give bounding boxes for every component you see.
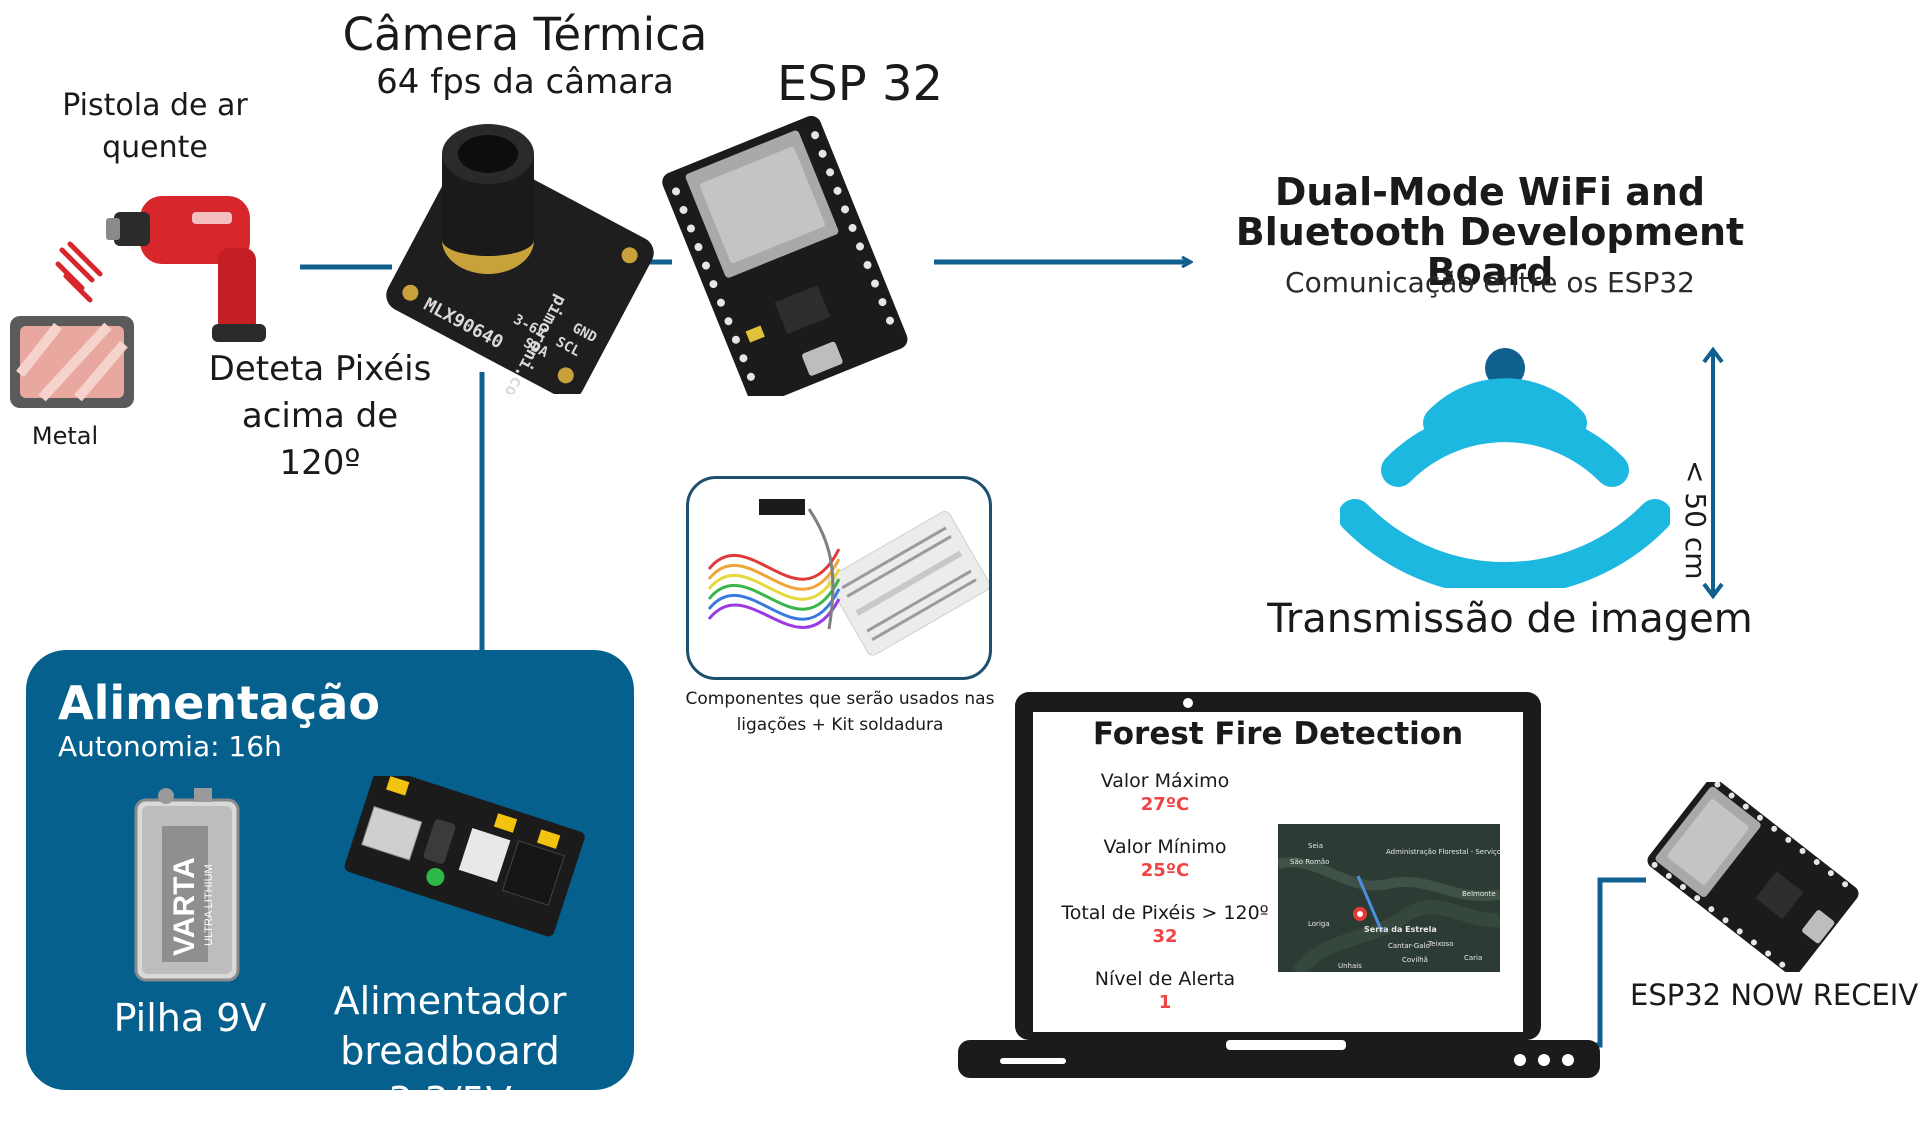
map-label-cantar-galo: Cantar-Galo [1388,942,1430,950]
board-title: Dual-Mode WiFi and Bluetooth Development… [1235,170,1745,294]
metric-max-label: Valor Máximo [1100,770,1230,792]
heat-waves-icon [55,241,103,303]
metric-alert-label: Nível de Alerta [1094,968,1236,990]
metal-plate-icon [10,316,134,408]
metric-pixels-value: 32 [1152,926,1178,947]
map-label-unhais: Unhais [1338,962,1362,970]
detection-label: Deteta Pixéis acima de 120º [208,349,432,483]
battery-brand: VARTA [168,857,201,956]
metric-min-label: Valor Mínimo [1103,836,1227,858]
webcam-icon [1183,698,1193,708]
transmission-label: Transmissão de imagem [1267,596,1753,642]
metric-max-value: 27ºC [1140,794,1190,815]
distance-arrow [1702,346,1724,600]
thermal-camera-module: pimoroni.com MLX90640 3-6V SDA SCL GND [386,124,654,394]
map-label-caria: Caria [1464,954,1482,962]
metric-pixels-label: Total de Pixéis > 120º [1061,902,1269,924]
power-title: Alimentação [58,676,380,730]
power-autonomy: Autonomia: 16h [58,730,282,763]
map-label-loriga: Loriga [1308,920,1330,928]
receiver-label: ESP32 NOW RECEIVER [1630,978,1920,1012]
location-map[interactable]: Administração Florestal - Serviços... Se… [1278,824,1500,972]
map-label-covilha: Covilhã [1402,956,1428,964]
heat-gun-icon [106,196,266,342]
distance-label: < 50 cm [1679,460,1712,580]
esp32-board [662,116,908,396]
map-label-belmonte: Belmonte [1462,890,1496,898]
heat-gun-label: Pistola de ar quente [62,88,248,165]
map-pin-icon [1353,907,1367,921]
breadboard-power-supply [344,776,585,937]
esp32-title: ESP 32 [776,56,944,112]
components-card [686,476,992,680]
esp32-receiver-board [1647,782,1859,972]
wifi-icon [1340,348,1670,588]
battery-label: Pilha 9V [113,996,267,1040]
camera-subtitle: 64 fps da câmara [376,62,674,102]
laptop-base [958,1040,1600,1078]
map-label-admin: Administração Florestal - Serviços... [1386,848,1500,856]
board-subtitle: Comunicação entre os ESP32 [1285,266,1695,299]
metal-label: Metal [31,422,99,450]
metric-min-value: 25ºC [1140,860,1190,881]
map-label-seia: Seia [1308,842,1323,850]
camera-title: Câmera Térmica [342,8,708,61]
components-caption: Componentes que serão usados nas ligaçõe… [685,689,995,735]
map-label-serra: Serra da Estrela [1364,925,1437,934]
battery-9v: VARTA ULTRA LITHIUM [134,788,240,982]
metric-alert-value: 1 [1158,992,1172,1013]
feeder-label: Alimentador breadboard 3.3/5V [333,979,567,1123]
screen-title: Forest Fire Detection [1092,716,1464,752]
battery-type: ULTRA LITHIUM [203,864,215,946]
components-photo [707,499,991,656]
map-label-teixoso: Teixoso [1427,940,1453,948]
map-label-sao-romao: São Romão [1290,858,1329,866]
